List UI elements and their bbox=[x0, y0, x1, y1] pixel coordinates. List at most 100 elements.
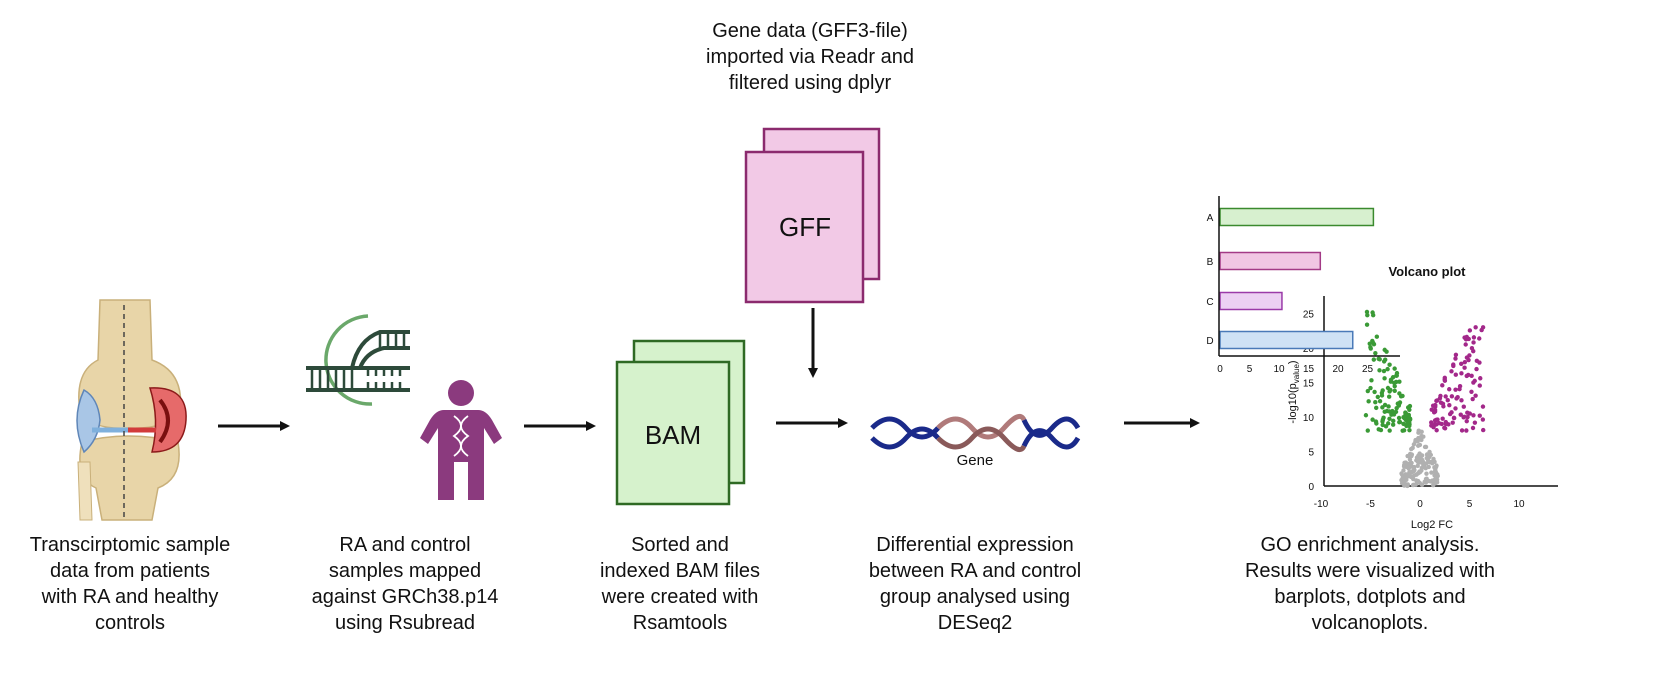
volcano-point-ns bbox=[1400, 472, 1405, 478]
volcano-point-ns bbox=[1421, 434, 1426, 439]
volcano-point-down bbox=[1363, 413, 1369, 418]
volcano-point-down bbox=[1386, 421, 1391, 426]
volcano-point-down bbox=[1397, 379, 1402, 384]
volcano-point-down bbox=[1384, 408, 1390, 414]
volcano-point-up bbox=[1464, 334, 1469, 340]
volcano-point-up bbox=[1443, 394, 1448, 399]
gff-file-icon: GFF bbox=[744, 127, 881, 304]
volcano-point-up bbox=[1472, 420, 1478, 425]
volcano-point-ns bbox=[1403, 464, 1409, 469]
volcano-point-down bbox=[1368, 385, 1373, 391]
volcano-point-ns bbox=[1402, 480, 1407, 485]
volcano-point-down bbox=[1382, 402, 1388, 408]
volcano-point-down bbox=[1392, 366, 1397, 371]
volcano-point-down bbox=[1375, 394, 1381, 400]
volcano-x-tick: -10 bbox=[1314, 499, 1329, 510]
volcano-point-down bbox=[1377, 398, 1383, 404]
volcano-point-down bbox=[1364, 309, 1370, 315]
bar-x-tick: 15 bbox=[1303, 364, 1315, 375]
volcano-point-up bbox=[1461, 404, 1466, 409]
volcano-point-ns bbox=[1419, 468, 1424, 473]
volcano-point-down bbox=[1397, 419, 1402, 425]
volcano-point-ns bbox=[1411, 476, 1416, 482]
volcano-point-down bbox=[1390, 422, 1396, 427]
bar-x-tick: 25 bbox=[1362, 364, 1374, 375]
volcano-point-down bbox=[1391, 418, 1396, 424]
volcano-point-up bbox=[1451, 415, 1457, 421]
volcano-point-ns bbox=[1411, 464, 1417, 470]
volcano-point-up bbox=[1432, 418, 1438, 423]
volcano-point-up bbox=[1440, 383, 1445, 388]
volcano-point-down bbox=[1391, 412, 1397, 417]
volcano-point-ns bbox=[1410, 445, 1415, 451]
volcano-x-tick: 0 bbox=[1417, 499, 1423, 510]
volcano-point-up bbox=[1477, 383, 1482, 388]
volcano-point-down bbox=[1379, 390, 1385, 396]
volcano-point-up bbox=[1465, 414, 1470, 420]
volcano-ylabel: -log10(pvalue) bbox=[1287, 360, 1301, 423]
volcano-point-down bbox=[1396, 415, 1402, 421]
volcano-point-down bbox=[1400, 393, 1405, 399]
volcano-point-down bbox=[1376, 427, 1381, 432]
volcano-point-up bbox=[1442, 375, 1447, 381]
volcano-point-up bbox=[1477, 336, 1482, 341]
volcano-point-ns bbox=[1430, 460, 1435, 466]
volcano-point-down bbox=[1407, 427, 1412, 433]
volcano-point-up bbox=[1457, 386, 1462, 392]
volcano-point-up bbox=[1469, 345, 1475, 351]
volcano-point-down bbox=[1386, 404, 1391, 409]
volcano-point-up bbox=[1443, 419, 1448, 425]
volcano-point-up bbox=[1464, 428, 1469, 433]
volcano-point-up bbox=[1458, 412, 1463, 417]
volcano-y-tick: 15 bbox=[1303, 379, 1315, 390]
volcano-point-up bbox=[1449, 369, 1454, 374]
volcano-point-up bbox=[1479, 327, 1484, 333]
volcano-point-up bbox=[1464, 418, 1469, 424]
volcano-point-up bbox=[1451, 362, 1456, 367]
volcano-point-ns bbox=[1424, 476, 1429, 481]
volcano-point-up bbox=[1481, 427, 1486, 433]
volcano-point-up bbox=[1464, 355, 1470, 360]
volcano-point-down bbox=[1386, 394, 1392, 399]
volcano-point-up bbox=[1469, 373, 1474, 378]
volcano-point-ns bbox=[1421, 464, 1427, 470]
volcano-y-tick: 20 bbox=[1303, 344, 1315, 355]
volcano-point-up bbox=[1470, 425, 1476, 431]
volcano-point-down bbox=[1365, 388, 1371, 394]
volcano-point-down bbox=[1374, 334, 1380, 339]
volcano-title: Volcano plot bbox=[1388, 264, 1466, 279]
volcano-point-up bbox=[1447, 403, 1452, 408]
volcano-point-down bbox=[1369, 378, 1374, 383]
volcano-point-down bbox=[1391, 380, 1397, 386]
volcano-ylabel-main: -log10(p bbox=[1287, 383, 1299, 423]
bar-category-label: B bbox=[1207, 257, 1214, 268]
volcano-point-ns bbox=[1409, 460, 1414, 466]
volcano-point-up bbox=[1432, 407, 1438, 413]
volcano-point-up bbox=[1471, 335, 1477, 340]
volcano-point-ns bbox=[1426, 464, 1431, 470]
volcano-point-ns bbox=[1401, 468, 1406, 473]
volcano-point-up bbox=[1447, 387, 1452, 392]
volcano-point-down bbox=[1373, 350, 1378, 356]
volcano-point-ns bbox=[1416, 428, 1421, 433]
volcano-point-down bbox=[1395, 401, 1401, 406]
bar-category-label: A bbox=[1207, 213, 1214, 224]
volcano-point-up bbox=[1464, 373, 1469, 379]
bar-C bbox=[1219, 291, 1283, 311]
bar-x-tick: 5 bbox=[1247, 364, 1253, 375]
volcano-point-up bbox=[1469, 389, 1474, 394]
volcano-point-ns bbox=[1417, 457, 1423, 463]
volcano-point-ns bbox=[1415, 436, 1421, 442]
volcano-point-up bbox=[1459, 428, 1465, 433]
volcano-point-down bbox=[1365, 428, 1370, 433]
volcano-point-up bbox=[1472, 378, 1477, 384]
volcano-point-down bbox=[1388, 387, 1393, 393]
volcano-point-down bbox=[1387, 362, 1392, 367]
volcano-point-up bbox=[1454, 396, 1459, 401]
volcano-ylabel-end: ) bbox=[1287, 360, 1299, 364]
volcano-point-down bbox=[1368, 346, 1373, 351]
bam-file-icon: BAM bbox=[615, 339, 746, 506]
volcano-point-up bbox=[1436, 420, 1442, 426]
volcano-point-down bbox=[1374, 405, 1379, 411]
